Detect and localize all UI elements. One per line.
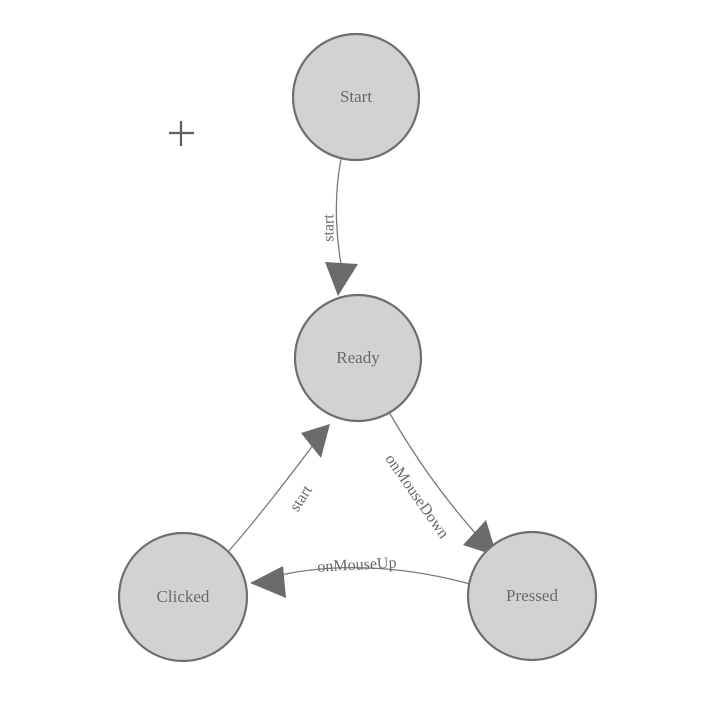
edge-label-pressed-to-clicked: onMouseUp bbox=[317, 555, 397, 576]
plus-marker bbox=[169, 121, 194, 146]
state-node-start[interactable]: Start bbox=[291, 32, 421, 162]
state-label-clicked: Clicked bbox=[157, 587, 210, 606]
state-node-ready[interactable]: Ready bbox=[293, 293, 423, 423]
state-circle bbox=[117, 531, 249, 663]
arrowhead-icon bbox=[250, 566, 286, 598]
edge-label-start-to-ready: start bbox=[321, 214, 338, 242]
edge-pressed-to-clicked[interactable]: onMouseUp bbox=[250, 555, 471, 598]
arrowhead-icon bbox=[301, 424, 330, 458]
state-circle bbox=[466, 530, 598, 662]
edge-path bbox=[267, 567, 471, 585]
state-circle bbox=[293, 293, 423, 423]
edge-ready-to-pressed[interactable]: onMouseDown bbox=[381, 411, 497, 556]
state-node-clicked[interactable]: Clicked bbox=[117, 531, 249, 663]
edge-label-ready-to-pressed: onMouseDown bbox=[381, 451, 452, 542]
state-label-start: Start bbox=[340, 87, 372, 106]
state-node-pressed[interactable]: Pressed bbox=[466, 530, 598, 662]
edge-path bbox=[227, 439, 318, 553]
arrowhead-icon bbox=[463, 520, 497, 556]
state-circle bbox=[291, 32, 421, 162]
edge-start-to-ready[interactable]: start bbox=[321, 158, 358, 296]
edge-clicked-to-ready[interactable]: start bbox=[227, 424, 330, 553]
state-label-ready: Ready bbox=[336, 348, 380, 367]
edge-label-clicked-to-ready: start bbox=[287, 482, 317, 515]
state-label-pressed: Pressed bbox=[506, 586, 558, 605]
arrowhead-icon bbox=[325, 262, 358, 296]
